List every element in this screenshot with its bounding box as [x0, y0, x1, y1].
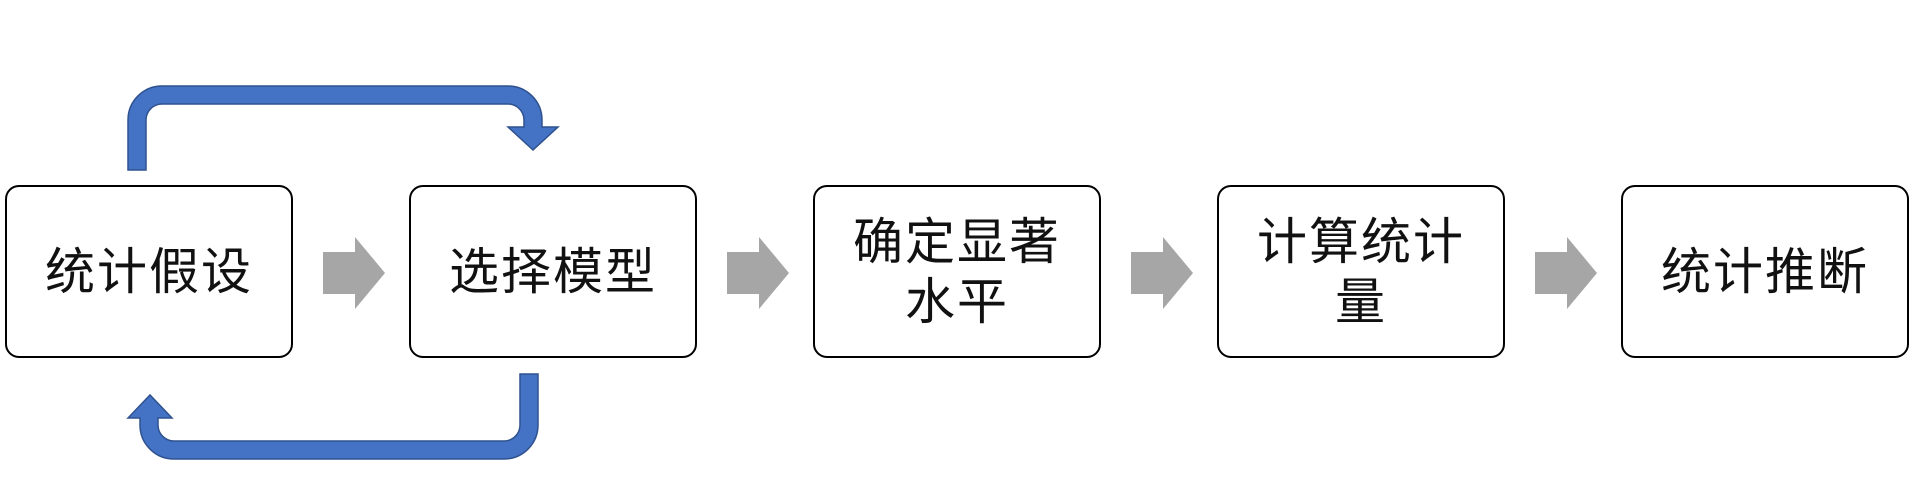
- step-label-2: 选择模型: [449, 242, 657, 301]
- feedback-arrow-top: [127, 85, 560, 171]
- flow-arrow-2: [727, 237, 789, 309]
- flow-arrow-3: [1131, 237, 1193, 309]
- step-label-3: 确定显著水平: [853, 212, 1061, 331]
- step-label-1: 统计假设: [45, 242, 253, 301]
- step-box-4: 计算统计量: [1217, 185, 1505, 358]
- step-box-3: 确定显著水平: [813, 185, 1101, 358]
- feedback-arrow-bottom: [126, 373, 539, 460]
- step-box-1: 统计假设: [5, 185, 293, 358]
- flow-arrow-4: [1535, 237, 1597, 309]
- step-label-5: 统计推断: [1661, 242, 1869, 301]
- step-box-2: 选择模型: [409, 185, 697, 358]
- step-box-5: 统计推断: [1621, 185, 1909, 358]
- flow-arrow-1: [323, 237, 385, 309]
- step-label-4: 计算统计量: [1257, 212, 1465, 331]
